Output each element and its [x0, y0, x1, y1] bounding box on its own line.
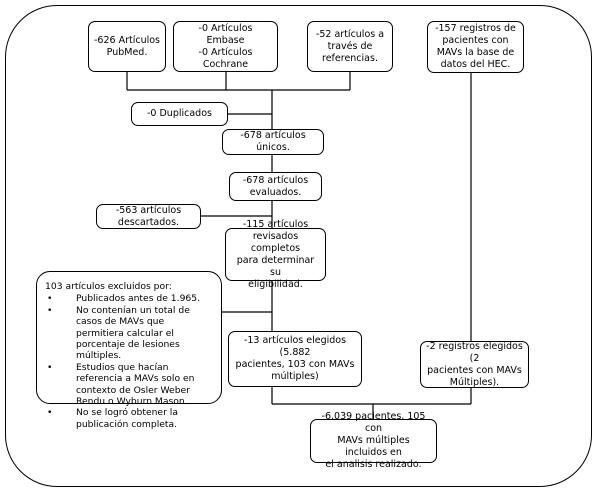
source-embase-cochrane-box: -0 Artículos Embase -0 Artículos Cochran…: [173, 21, 278, 72]
source-references-box: -52 artículos a través de referencias.: [307, 21, 393, 72]
source-embase-cochrane-text: -0 Artículos Embase -0 Artículos Cochran…: [198, 22, 253, 70]
duplicates-box: -0 Duplicados: [131, 102, 228, 126]
discarded-articles-text: -563 artículos descartados.: [115, 204, 182, 228]
source-hec-registry-text: -157 registros de pacientes con MAVs la …: [435, 23, 516, 70]
excluded-reasons-list: Publicados antes de 1.965. No contenían …: [45, 293, 213, 430]
source-pubmed-text: -626 Artículos PubMed.: [94, 34, 160, 58]
evaluated-articles-box: -678 artículos evaluados.: [229, 172, 322, 201]
unique-articles-text: -678 artículos únicos.: [240, 130, 306, 153]
discarded-articles-box: -563 artículos descartados.: [96, 204, 201, 229]
final-patients-box: -6.039 pacientes, 105 con MAVs múltiples…: [310, 411, 437, 470]
full-review-text: -115 artículos revisados completos para …: [236, 218, 315, 290]
registries-selected-text: -2 registros elegidos (2 pacientes con M…: [426, 340, 523, 388]
excluded-articles-box: 103 artículos excluidos por: Publicados …: [36, 271, 222, 430]
registries-selected-box: -2 registros elegidos (2 pacientes con M…: [420, 341, 529, 388]
excluded-reason-item: No se logró obtener la publicación compl…: [45, 407, 213, 430]
final-patients-text: -6.039 pacientes, 105 con MAVs múltiples…: [321, 411, 426, 470]
source-references-text: -52 artículos a través de referencias.: [315, 28, 385, 64]
duplicates-text: -0 Duplicados: [147, 108, 212, 119]
excluded-reason-item: Publicados antes de 1.965.: [45, 293, 213, 305]
articles-selected-text: -13 artículos elegidos (5.882 pacientes,…: [235, 335, 355, 382]
evaluated-articles-text: -678 artículos evaluados.: [242, 174, 309, 198]
source-pubmed-box: -626 Artículos PubMed.: [88, 21, 166, 72]
excluded-title: 103 artículos excluidos por:: [45, 281, 172, 292]
excluded-reason-item: No contenían un total de casos de MAVs q…: [45, 305, 213, 362]
diagram-frame: [5, 5, 592, 487]
articles-selected-box: -13 artículos elegidos (5.882 pacientes,…: [228, 331, 362, 387]
unique-articles-box: -678 artículos únicos.: [222, 129, 324, 155]
source-hec-registry-box: -157 registros de pacientes con MAVs la …: [427, 21, 524, 73]
excluded-reason-item: Estudios que hacían referencia a MAVs so…: [45, 362, 213, 408]
full-review-box: -115 artículos revisados completos para …: [225, 219, 326, 290]
